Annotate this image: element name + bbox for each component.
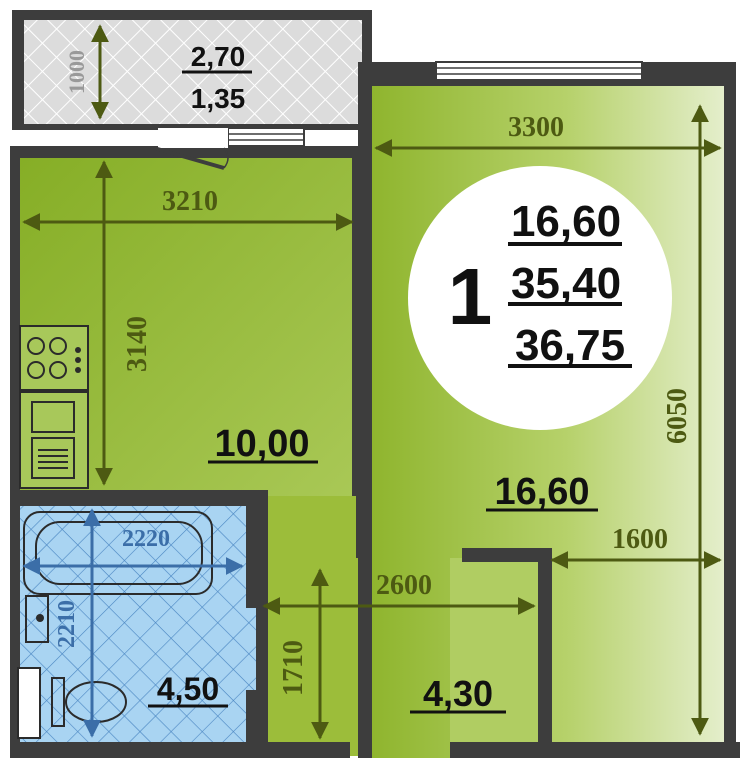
hallway-width-label: 2600 bbox=[376, 570, 432, 601]
kitchen-width-label: 3210 bbox=[162, 186, 218, 217]
bathroom-length-label: 2210 bbox=[54, 600, 80, 648]
kitchen-area: 10,00 bbox=[214, 423, 309, 465]
hallway-length-label: 1710 bbox=[278, 640, 309, 696]
washbasin bbox=[25, 595, 49, 643]
bathroom-width-label: 2220 bbox=[122, 526, 170, 552]
dimension-labels: 3300 3210 3140 6050 1600 2600 1710 2220 … bbox=[54, 112, 693, 696]
bathroom-area: 4,50 bbox=[157, 671, 219, 707]
washing-machine bbox=[17, 667, 41, 739]
stove bbox=[19, 325, 89, 391]
kitchen-length-label: 3140 bbox=[122, 316, 153, 372]
walls bbox=[10, 146, 740, 758]
windows bbox=[227, 61, 643, 147]
room-labels: 10,00 16,60 4,50 4,30 bbox=[148, 423, 598, 714]
bathtub bbox=[23, 511, 213, 595]
rooms-count: 1 bbox=[448, 252, 493, 341]
dimension-lines bbox=[22, 24, 722, 740]
living-area-value: 16,60 bbox=[511, 197, 621, 246]
balcony-door bbox=[153, 128, 229, 170]
living-room-area: 16,60 bbox=[494, 471, 589, 513]
summary-badge: 1 16,60 35,40 36,75 bbox=[408, 166, 672, 430]
balcony-labels: 2,70 1,35 1000 bbox=[64, 41, 252, 114]
total-with-balcony-value: 36,75 bbox=[515, 321, 625, 370]
balcony-depth: 1000 bbox=[64, 50, 89, 94]
sink bbox=[19, 391, 89, 489]
hallway-area: 4,30 bbox=[423, 673, 493, 714]
living-partial-width-label: 1600 bbox=[612, 524, 668, 555]
living-width-label: 3300 bbox=[508, 112, 564, 143]
balcony-area: 2,70 bbox=[191, 41, 246, 72]
balcony-reduced-area: 1,35 bbox=[191, 83, 246, 114]
living-length-label: 6050 bbox=[662, 388, 693, 444]
total-area-value: 35,40 bbox=[511, 259, 621, 308]
